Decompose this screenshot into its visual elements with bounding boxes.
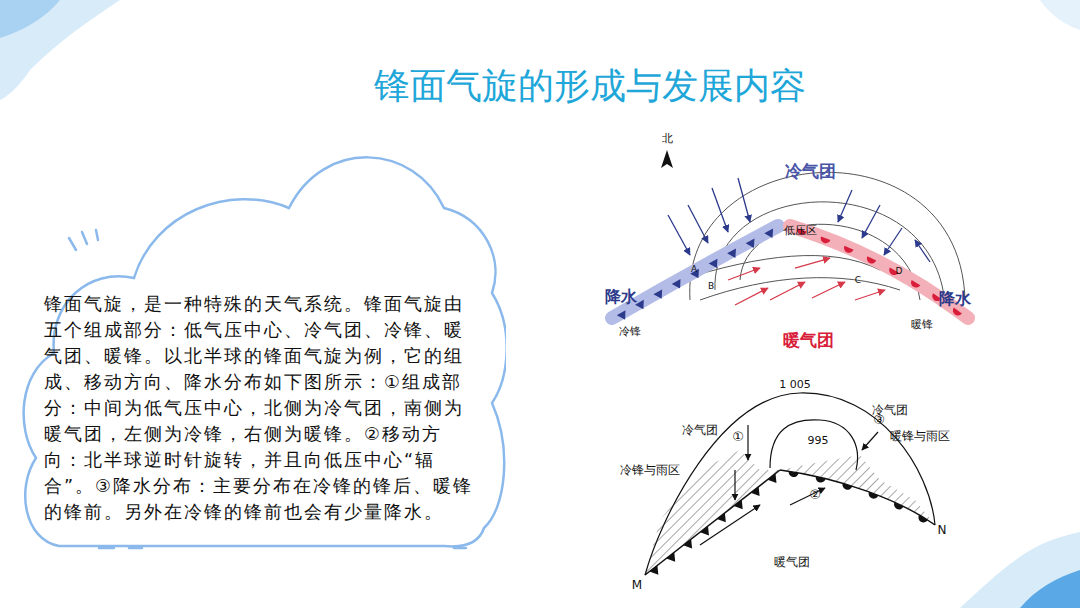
cyclone-isobar-view [645, 393, 935, 575]
front-triangle [649, 565, 658, 574]
air-mass-label: 冷气团 [785, 163, 836, 180]
point-letter: M [632, 579, 642, 591]
isobar-value: 1 005 [779, 379, 811, 390]
front-triangle [764, 229, 773, 238]
air-mass-label: 暖气团 [774, 556, 810, 568]
front-label: 冷锋 [619, 326, 641, 337]
front-triangle [653, 289, 662, 298]
warm-front-rain-area [780, 455, 935, 525]
wind-arrows [700, 425, 878, 545]
front-triangle [751, 487, 760, 496]
front-triangle [666, 552, 675, 561]
cold-air-arrows [668, 178, 930, 262]
area-label: 冷锋与雨区 [620, 464, 680, 476]
air-mass-label: 暖气团 [783, 332, 834, 349]
warm-front-line [780, 470, 935, 525]
cold-front-line [645, 470, 780, 575]
point-letter: C [855, 276, 861, 285]
front-triangle [683, 539, 692, 548]
area-label: 暖锋与雨区 [890, 430, 950, 442]
cyclone-plan-view [612, 150, 968, 320]
front-triangle [746, 239, 755, 248]
precipitation-label: 降水 [939, 291, 971, 307]
front-semicircle [788, 471, 799, 478]
point-letter: A [691, 265, 697, 274]
cold-front-symbols [617, 229, 773, 320]
front-semicircle [865, 256, 876, 265]
front-semicircle [815, 476, 826, 483]
compass-label: 北 [662, 133, 673, 144]
cloud-text-box: 锋面气旋，是一种特殊的天气系统。锋面气旋由五个组成部分：低气压中心、冷气团、冷锋… [14, 128, 506, 562]
isobar-value: 995 [808, 435, 829, 446]
front-triangle [768, 473, 777, 482]
front-semicircle [867, 492, 878, 500]
front-triangle [717, 513, 726, 522]
callout-number: ③ [873, 413, 885, 426]
air-mass-label: 冷气团 [682, 424, 718, 436]
front-semicircle [951, 308, 962, 318]
front-semicircle [842, 246, 853, 255]
precipitation-label: 降水 [605, 289, 637, 305]
front-semicircle [917, 515, 928, 524]
front-semicircle [892, 502, 903, 511]
callout-number: ② [809, 488, 821, 501]
warm-front-symbols [788, 471, 928, 524]
region-label: 低压区 [784, 225, 817, 236]
warm-front-symbols [796, 228, 962, 317]
north-arrow [661, 150, 673, 168]
front-triangle [727, 249, 736, 258]
slide-title: 锋面气旋的形成与发展内容 [0, 62, 1080, 111]
front-triangle [700, 526, 709, 535]
front-label: 暖锋 [911, 319, 933, 330]
cloud-outline [14, 128, 506, 562]
front-triangle [617, 310, 626, 319]
point-letter: B [708, 282, 714, 291]
point-letter: D [896, 267, 903, 276]
front-semicircle [841, 483, 852, 491]
callout-number: ① [732, 430, 744, 443]
body-text: 锋面气旋，是一种特殊的天气系统。锋面气旋由五个组成部分：低气压中心、冷气团、冷锋… [44, 291, 480, 525]
front-semicircle [909, 280, 920, 289]
point-letter: N [938, 524, 947, 536]
front-triangle [734, 500, 743, 509]
front-semicircle [819, 236, 830, 244]
warm-air-arrows [728, 258, 885, 305]
front-triangle [672, 279, 681, 288]
isobar-1005 [645, 393, 935, 575]
front-triangle [709, 259, 718, 268]
cold-front-symbols [649, 473, 776, 574]
